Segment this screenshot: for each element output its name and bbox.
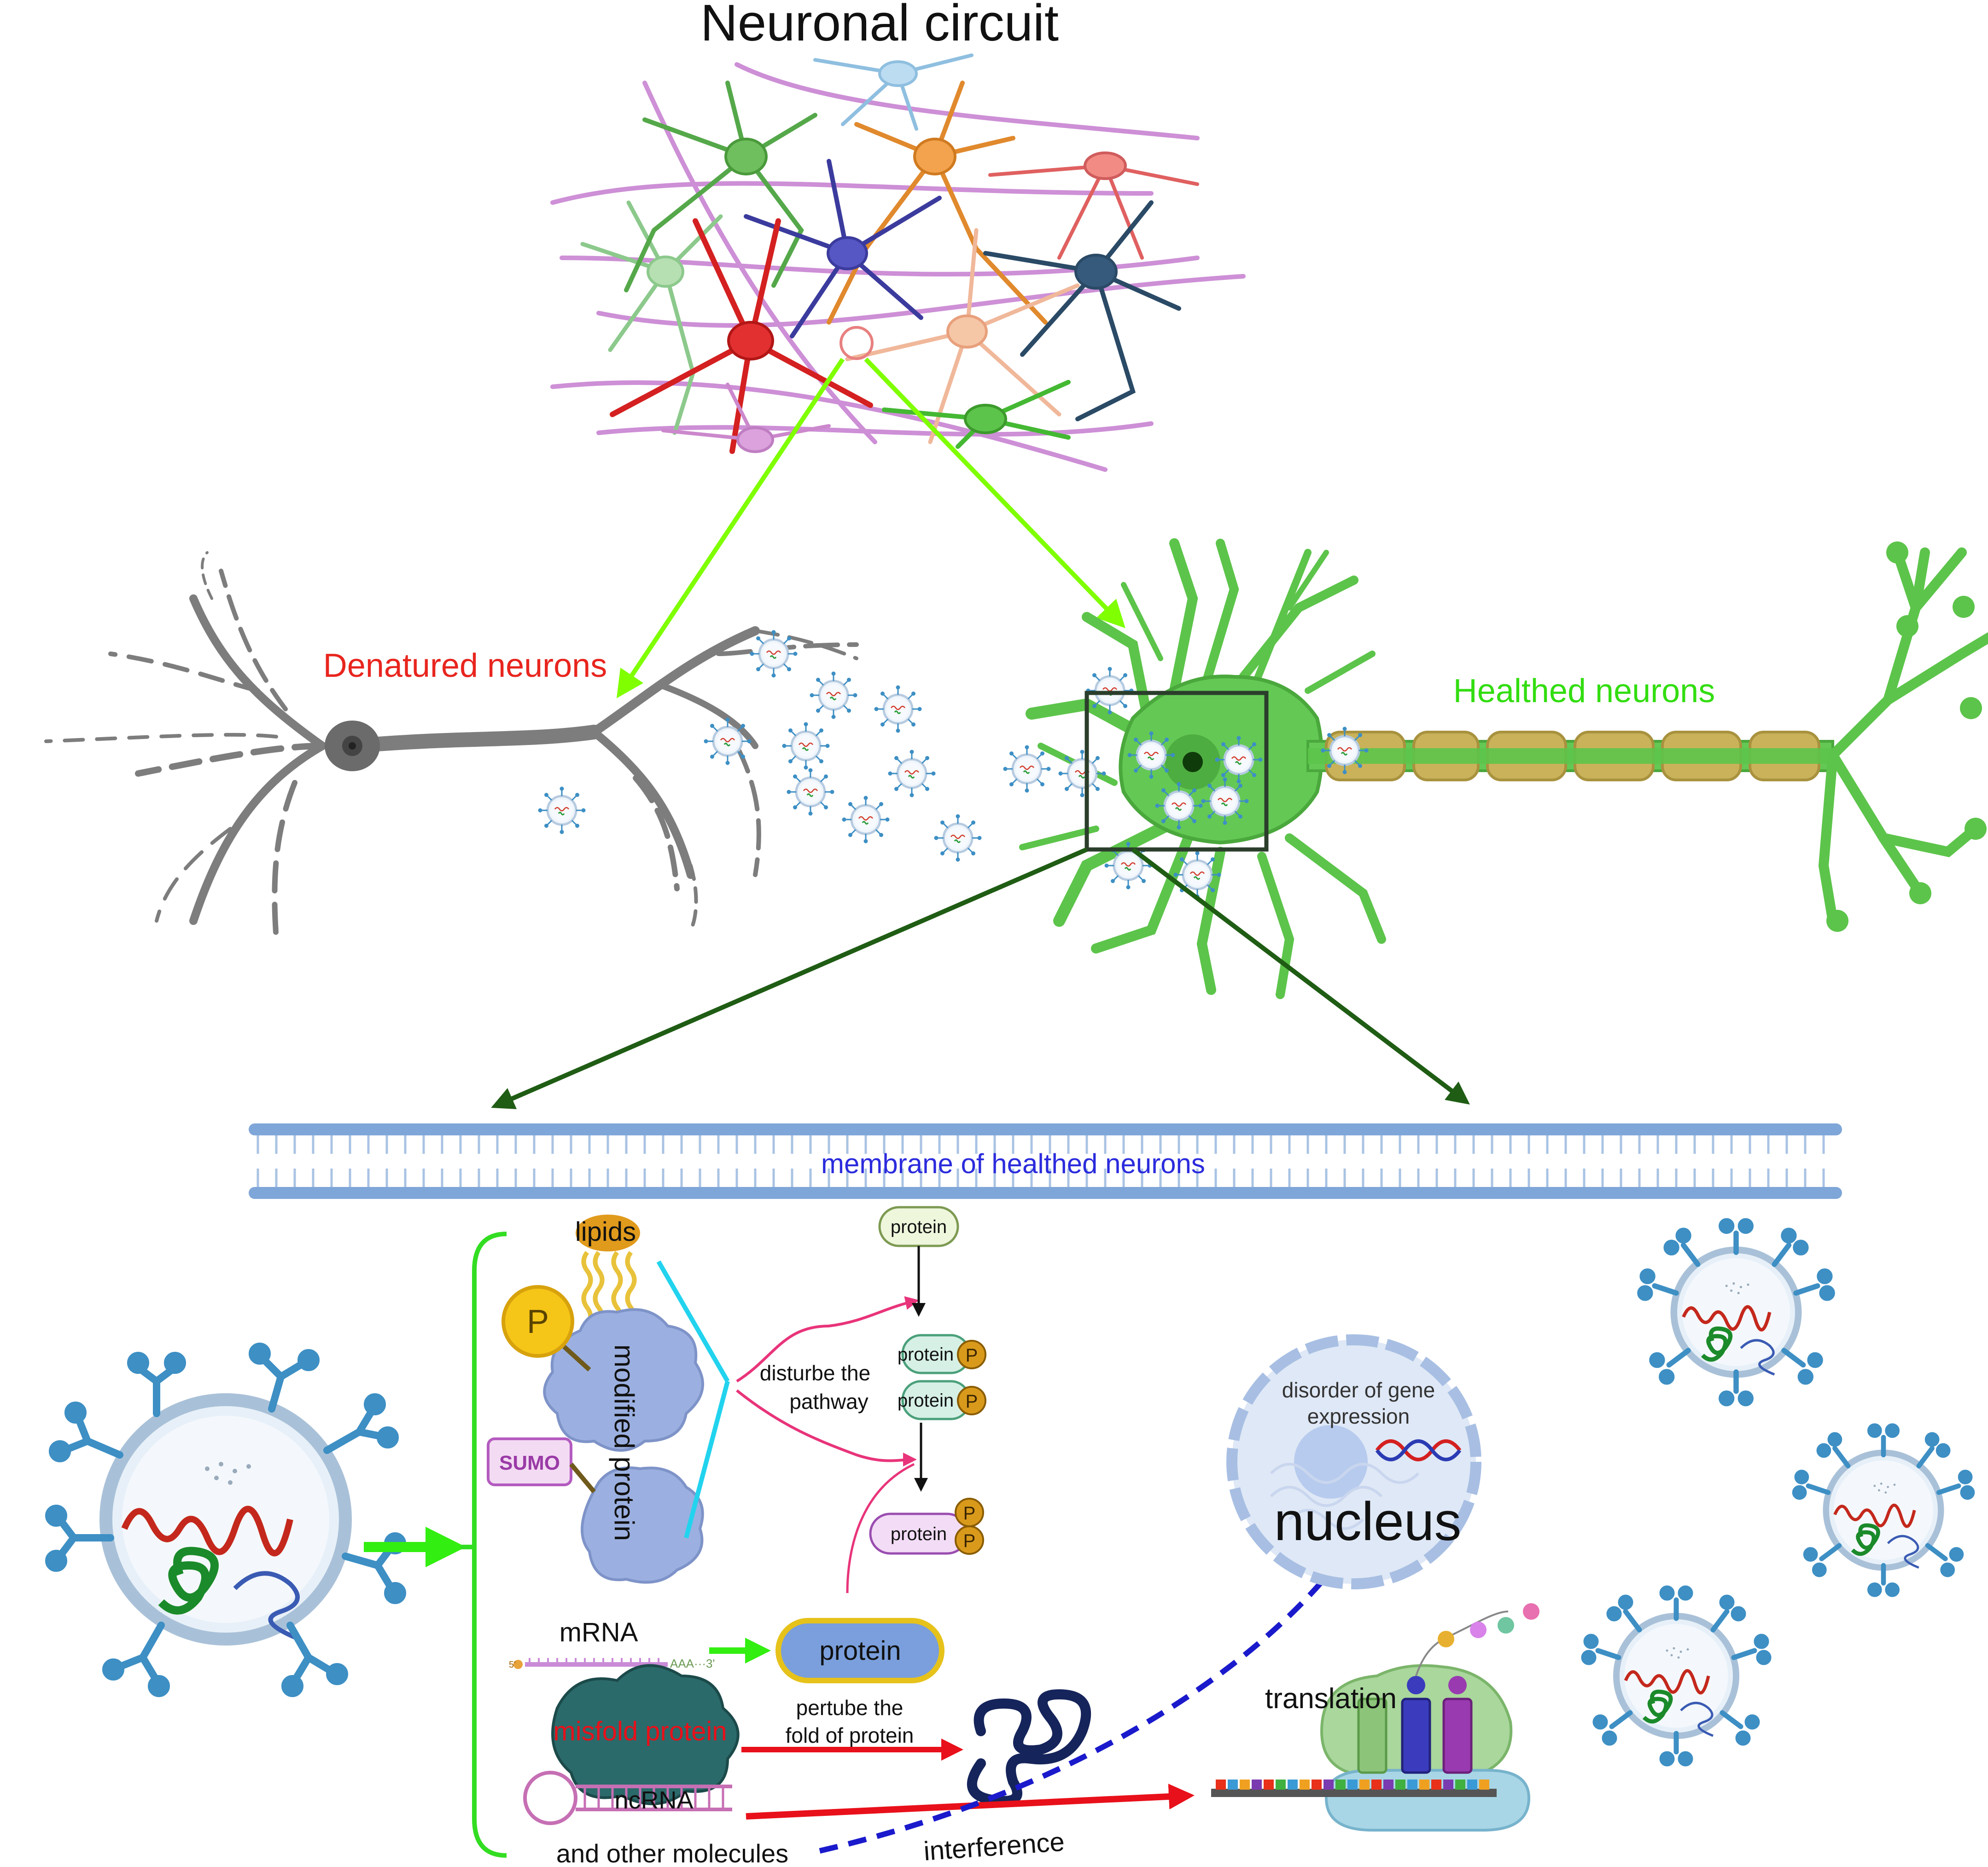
neuron-circuit-icon xyxy=(550,53,1246,472)
membrane xyxy=(249,1123,1842,1199)
label-membrane: membrane of healthed neurons xyxy=(821,1148,1205,1179)
phosphate-icon xyxy=(501,1285,574,1358)
sumo-label: SUMO xyxy=(499,1452,560,1474)
label-interference: interference xyxy=(923,1826,1066,1866)
phosphate-label: P xyxy=(527,1303,549,1340)
mrna-five-label: 5' xyxy=(509,1660,516,1670)
dna-helix-icon xyxy=(1375,1439,1462,1461)
phosphate-label: P xyxy=(966,1391,978,1412)
label-mrna: mRNA xyxy=(560,1617,638,1647)
exosome-icon xyxy=(45,1343,406,1697)
label-healthed-neurons: Healthed neurons xyxy=(1453,673,1715,710)
translated-protein-label: protein xyxy=(819,1636,901,1666)
nucleus-icon xyxy=(1226,1334,1481,1589)
translated-protein xyxy=(775,1618,944,1683)
label-pertube-1: pertube the xyxy=(796,1696,904,1720)
arrow-zoom-left xyxy=(491,847,1088,1110)
label-disorder-2: expression xyxy=(1307,1404,1410,1428)
label-pertube-2: fold of protein xyxy=(786,1723,914,1747)
label-pathway: pathway xyxy=(789,1390,868,1413)
phosphate-label: P xyxy=(963,1503,976,1524)
label-translation: translation xyxy=(1265,1683,1397,1715)
exosome-icon xyxy=(1792,1423,1975,1597)
pathway-protein-2-label: protein xyxy=(898,1344,954,1365)
exosome-icon xyxy=(1581,1585,1772,1767)
misfolded-chain-icon xyxy=(967,1689,1091,1806)
exosome-icon xyxy=(1637,1218,1835,1407)
label-nucleus: nucleus xyxy=(1274,1491,1462,1552)
label-modified-protein: modified protein xyxy=(609,1344,640,1541)
mrna-seq-label: AAA···3' xyxy=(670,1657,715,1670)
arrow-interference-to-nucleus xyxy=(819,1561,1339,1854)
label-denatured-neurons: Denatured neurons xyxy=(323,647,607,684)
label-other-molecules: and other molecules xyxy=(556,1839,788,1867)
mrna-strand xyxy=(1211,1780,1497,1797)
page-title: Neuronal circuit xyxy=(700,0,1059,52)
label-ncrna: ncRNA xyxy=(614,1786,693,1814)
healthy-neuron-icon xyxy=(1019,538,1386,999)
label-lipids: lipids xyxy=(575,1217,636,1247)
modified-protein-icon xyxy=(543,1308,704,1452)
lipid-head-icon xyxy=(576,1215,640,1251)
denatured-neuron-icon xyxy=(44,551,859,942)
zoom-box xyxy=(1084,691,1269,852)
phosphate-label: P xyxy=(963,1531,976,1551)
ncrna-icon xyxy=(523,1771,732,1825)
label-disturbe: disturbe the xyxy=(760,1361,870,1385)
arrow-zoom-right xyxy=(1131,848,1470,1105)
pathway-protein-1-label: protein xyxy=(891,1217,947,1237)
sumo-icon xyxy=(487,1437,572,1486)
label-disorder-1: disorder of gene xyxy=(1282,1378,1435,1402)
arrow-to-healthy xyxy=(864,357,1125,628)
arrow-to-denatured xyxy=(616,358,845,698)
phosphate-label: P xyxy=(966,1345,978,1366)
label-misfold: misfold protein xyxy=(553,1716,727,1746)
contents-bracket xyxy=(472,1232,507,1858)
mrna-icon: 5' AAA···3' xyxy=(509,1657,715,1670)
pathway-protein-3-label: protein xyxy=(898,1390,954,1411)
pathway-protein-4-label: protein xyxy=(891,1524,947,1544)
